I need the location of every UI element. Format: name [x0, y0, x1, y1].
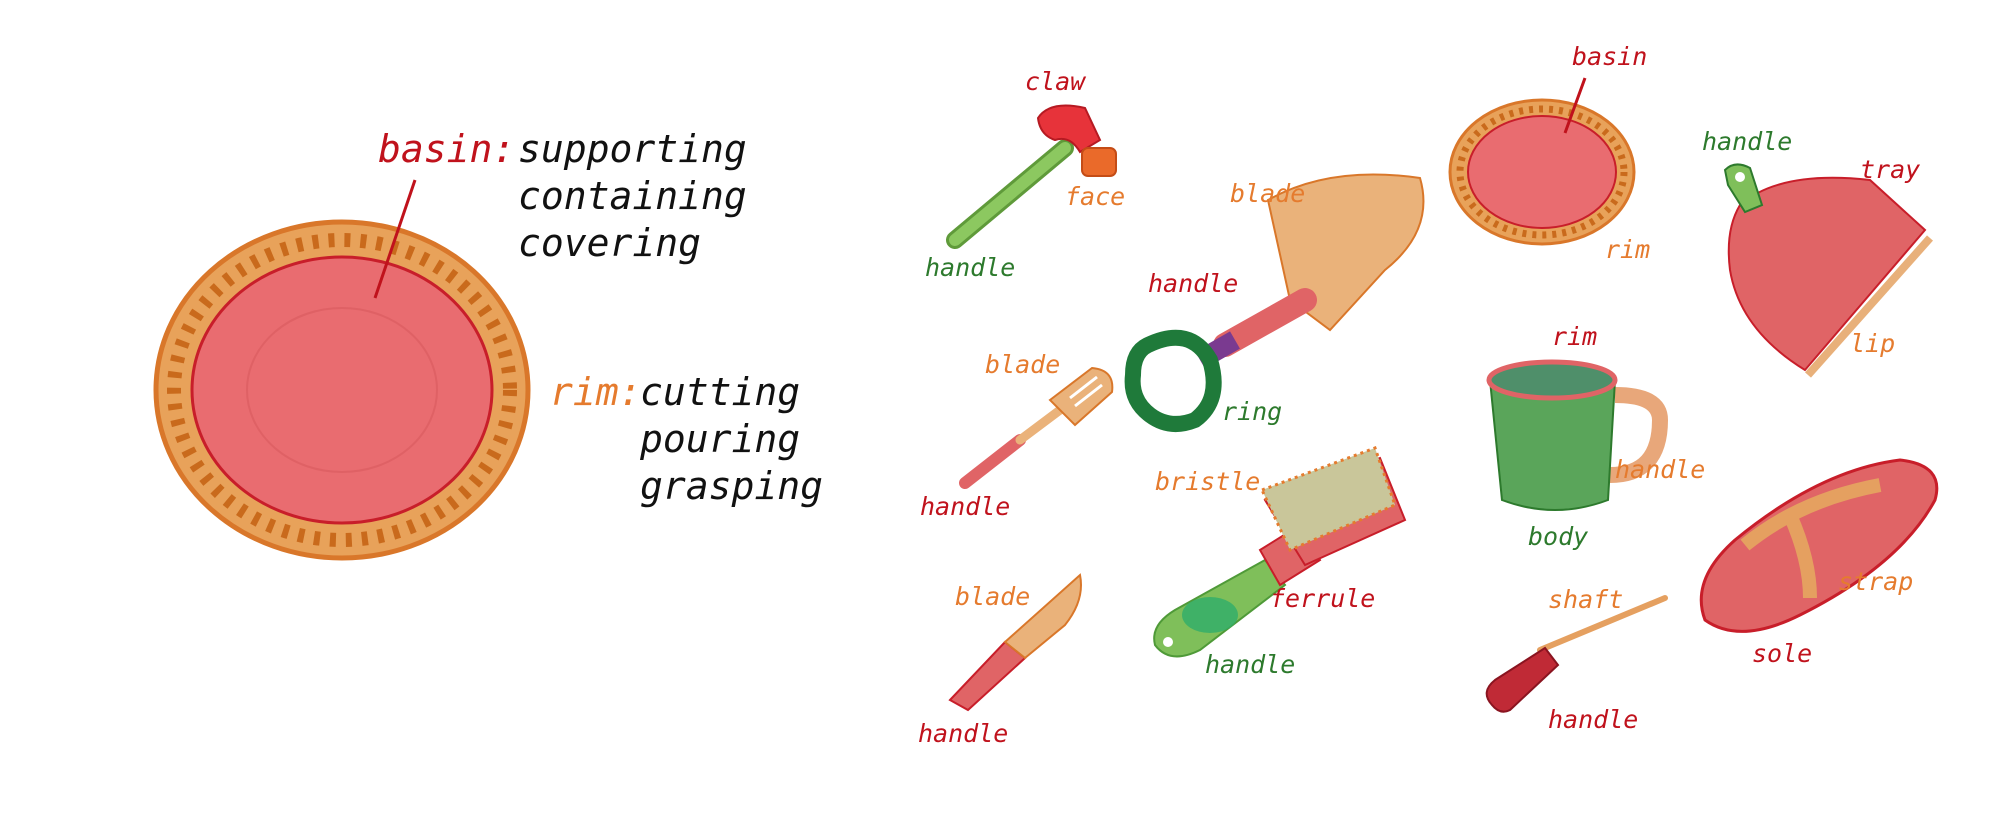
large-plate-basin-ring	[246, 307, 438, 473]
mug-body-label: body	[1528, 522, 1588, 551]
screwdriver-handle-label: handle	[1548, 705, 1638, 734]
brush-handle-label: handle	[1205, 650, 1295, 679]
shovel-handle-shape	[1213, 288, 1317, 357]
hammer-face-shape	[1081, 147, 1117, 177]
basin-label: basin:	[378, 127, 515, 171]
hammer-claw-label: claw	[1025, 67, 1087, 96]
large-plate-rim-pattern	[167, 233, 517, 547]
spatula-blade-label: blade	[985, 350, 1060, 379]
basin-affordance-1: supporting	[518, 127, 747, 171]
shovel-blade-label: blade	[1230, 179, 1305, 208]
dustpan	[1723, 163, 1933, 378]
screwdriver-handle-shape	[1485, 646, 1560, 713]
knife-blade-shape	[1003, 573, 1082, 660]
small-plate-rim-label: rim	[1605, 235, 1650, 264]
dustpan-lip-label: lip	[1850, 329, 1895, 358]
sandal-strap-shape	[1740, 478, 1882, 551]
hammer	[946, 104, 1117, 249]
dustpan-tray-shape	[1727, 176, 1927, 372]
basin-affordance-2: containing	[518, 174, 747, 218]
dustpan-lip-shape	[1805, 235, 1933, 378]
brush-bristle-shape	[1259, 446, 1397, 552]
dustpan-handle-shape	[1723, 163, 1764, 214]
hammer-claw-shape	[1036, 104, 1102, 154]
knife-blade-label: blade	[955, 582, 1030, 611]
knife	[948, 573, 1082, 712]
sandal-sole-shape	[1699, 458, 1939, 633]
knife-handle-shape	[948, 640, 1027, 712]
shovel-handle-label: handle	[1148, 269, 1238, 298]
shovel-ring-label: ring	[1222, 397, 1282, 426]
spatula-handle-shape	[959, 434, 1026, 489]
brush-ferrule-label: ferrule	[1270, 584, 1375, 613]
brush-bristle-label: bristle	[1155, 467, 1260, 496]
mug-rim-shape	[1486, 359, 1618, 401]
sandal-strap-label: strap	[1838, 567, 1913, 596]
dustpan-handle-label: handle	[1702, 127, 1792, 156]
mug-handle-label: handle	[1615, 455, 1705, 484]
small-plate-basin-label: basin	[1572, 42, 1647, 71]
screwdriver-shaft-label: shaft	[1548, 585, 1623, 614]
large-plate	[153, 179, 531, 561]
brush	[1153, 446, 1407, 658]
rim-affordance-1: cutting	[640, 370, 800, 414]
hammer-handle-label: handle	[925, 253, 1015, 282]
rim-affordance-2: pouring	[639, 417, 800, 461]
hammer-face-label: face	[1065, 182, 1125, 211]
rim-affordance-3: grasping	[640, 464, 823, 508]
basin-leader-line	[373, 179, 417, 299]
large-plate-basin	[190, 255, 494, 525]
mug-handle-shape	[1609, 387, 1669, 483]
small-plate	[1448, 77, 1636, 246]
knife-handle-label: handle	[918, 719, 1008, 748]
mug	[1486, 359, 1669, 511]
shovel	[1124, 173, 1425, 432]
screwdriver	[1485, 595, 1668, 713]
rim-label: rim:	[550, 370, 642, 414]
screwdriver-shaft-shape	[1537, 595, 1668, 653]
sandal	[1699, 458, 1939, 633]
shovel-ring-shape	[1124, 329, 1222, 432]
dustpan-tray-label: tray	[1860, 155, 1920, 184]
spatula-handle-label: handle	[920, 492, 1010, 521]
sandal-sole-label: sole	[1752, 639, 1812, 668]
small-plate-basin-shape	[1467, 115, 1617, 229]
mug-body-shape	[1488, 379, 1617, 511]
spatula-blade-shape	[1048, 366, 1114, 427]
basin-affordance-3: covering	[518, 221, 701, 265]
spatula	[959, 366, 1114, 489]
mug-rim-label: rim	[1552, 322, 1597, 351]
